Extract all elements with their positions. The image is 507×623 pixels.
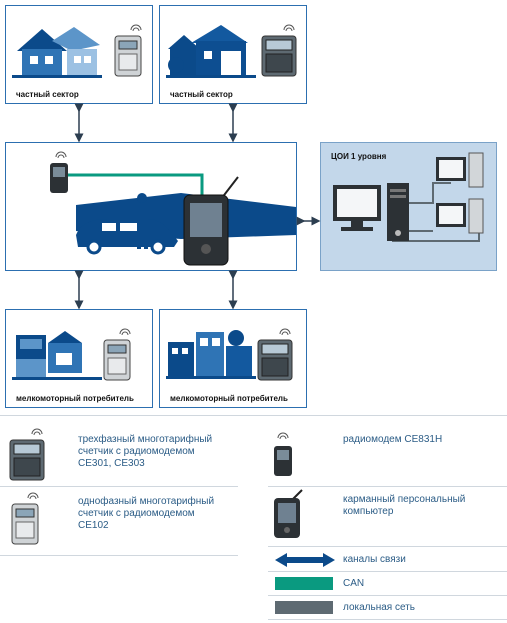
legend-can: CAN: [343, 578, 365, 589]
private-sector-label-2: частный сектор: [170, 90, 233, 99]
three-phase-meter-icon: [257, 328, 293, 381]
single-phase-meter-icon: [103, 328, 131, 381]
legend-three-phase: трехфазный многотарифный счетчик с радио…: [78, 434, 213, 469]
coi-box: ЦОИ 1 уровня: [320, 142, 497, 271]
workstation-icon-2: [436, 198, 484, 234]
kiosk-icon: [12, 331, 102, 380]
three-phase-meter-icon: [261, 24, 297, 77]
double-arrow-icon: [275, 553, 335, 567]
server-icon: [387, 183, 409, 241]
buildings-icon: [166, 330, 256, 379]
radiomodem-icon: [50, 151, 68, 193]
workstation-icon-1: [436, 152, 484, 188]
person-icon: [137, 193, 148, 249]
legend-lan: локальная сеть: [343, 602, 416, 613]
house-icon: [166, 25, 256, 78]
coi-title: ЦОИ 1 уровня: [331, 152, 387, 161]
can-swatch: [275, 577, 333, 590]
small-consumer-box-1: мелкомоторный потребитель: [5, 309, 153, 408]
legend-pda: карманный персональный компьютер: [343, 494, 466, 517]
monitor-icon: [333, 185, 381, 231]
coi-scene: [333, 152, 484, 242]
legend-divider: [0, 415, 507, 416]
single-phase-meter-icon: [114, 24, 142, 77]
private-sector-box-1: частный сектор: [5, 5, 153, 104]
private-sector-label-1: частный сектор: [16, 90, 79, 99]
legend-radiomodem: радиомодем CE831H: [343, 434, 443, 445]
radiomodem-icon: [274, 432, 292, 476]
small-consumer-box-2: мелкомоторный потребитель: [159, 309, 307, 408]
pda-icon: [274, 489, 303, 538]
lan-swatch: [275, 601, 333, 614]
three-phase-meter-icon: [9, 428, 45, 481]
small-consumer-label-2: мелкомоторный потребитель: [170, 394, 288, 403]
small-consumer-label-1: мелкомоторный потребитель: [16, 394, 134, 403]
house-icon: [12, 27, 102, 78]
legend-single-phase: однофазный многотарифный счетчик с радио…: [78, 496, 215, 531]
private-sector-box-2: частный сектор: [159, 5, 307, 104]
mobile-reading-box: [5, 142, 297, 271]
car-icon: [76, 219, 178, 255]
legend-channels: каналы связи: [343, 554, 406, 565]
pda-icon: [183, 176, 239, 266]
central-scene: [50, 151, 296, 266]
single-phase-meter-icon: [11, 492, 39, 545]
